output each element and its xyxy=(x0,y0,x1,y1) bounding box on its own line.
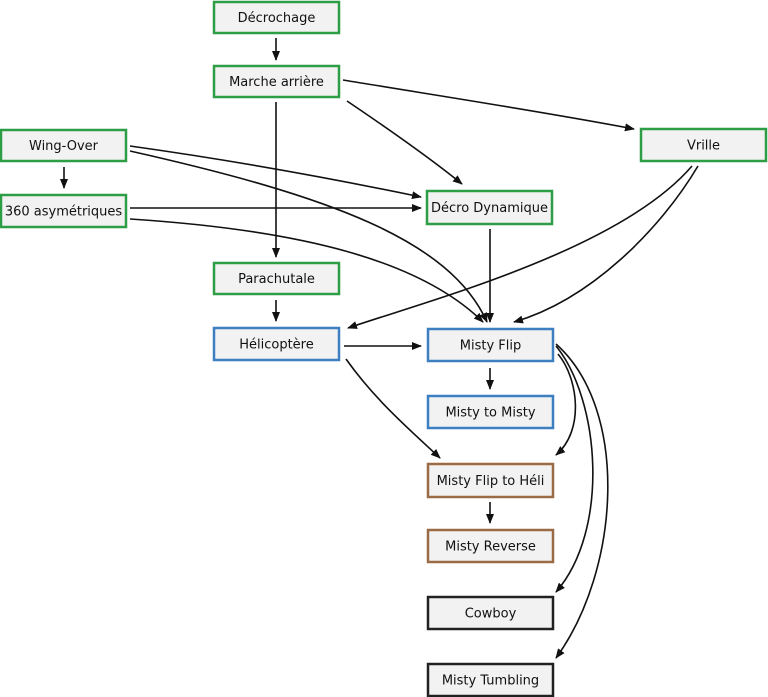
node-box-tumbling xyxy=(426,662,555,697)
node-box-decrodyn xyxy=(425,189,554,226)
edge-mistyflip-to-mistytoheli xyxy=(555,353,577,456)
edge-asym-to-mistyflip xyxy=(129,218,484,323)
edges-layer xyxy=(60,38,699,659)
node-decrochage: Décrochage xyxy=(212,0,341,35)
node-label-tumbling: Misty Tumbling xyxy=(442,674,539,689)
node-label-mistytoheli: Misty Flip to Héli xyxy=(437,474,545,489)
node-vrille: Vrille xyxy=(639,127,768,163)
node-label-mistyrev: Misty Reverse xyxy=(445,540,536,555)
node-marche: Marche arrière xyxy=(212,64,341,99)
node-label-helico: Hélicoptère xyxy=(239,338,314,353)
node-decrodyn: Décro Dynamique xyxy=(425,189,554,226)
node-label-mistytomisty: Misty to Misty xyxy=(445,406,535,421)
node-wingover: Wing-Over xyxy=(0,128,128,163)
node-label-decrochage: Décrochage xyxy=(238,11,316,26)
node-label-marche: Marche arrière xyxy=(229,75,324,90)
node-label-vrille: Vrille xyxy=(687,139,720,154)
node-label-wingover: Wing-Over xyxy=(29,139,99,154)
node-mistyflip: Misty Flip xyxy=(426,327,555,363)
node-label-cowboy: Cowboy xyxy=(465,607,517,622)
node-box-cowboy xyxy=(426,595,555,631)
node-tumbling: Misty Tumbling xyxy=(426,662,555,697)
node-label-parachutale: Parachutale xyxy=(238,272,315,287)
node-asym: 360 asymétriques xyxy=(0,193,128,229)
node-mistyrev: Misty Reverse xyxy=(426,528,555,564)
node-mistytomisty: Misty to Misty xyxy=(426,394,555,430)
edge-vrille-to-mistyflip xyxy=(513,165,699,324)
node-box-asym xyxy=(0,193,128,229)
node-box-mistytoheli xyxy=(426,462,555,499)
edge-vrille-to-helico xyxy=(347,165,693,329)
node-box-vrille xyxy=(639,127,768,163)
node-cowboy: Cowboy xyxy=(426,595,555,631)
edge-marche-to-vrille xyxy=(342,79,635,132)
edge-helico-to-mistytoheli xyxy=(345,358,441,459)
node-box-mistyflip xyxy=(426,327,555,363)
edge-wingover-to-mistyflip xyxy=(129,150,488,323)
node-box-parachutale xyxy=(212,261,341,296)
node-box-marche xyxy=(212,64,341,99)
edge-mistyflip-to-cowboy xyxy=(555,345,594,593)
node-box-wingover xyxy=(0,128,128,163)
edge-mistyflip-to-tumbling xyxy=(555,343,609,659)
node-parachutale: Parachutale xyxy=(212,261,341,296)
node-box-helico xyxy=(212,326,341,362)
node-label-asym: 360 asymétriques xyxy=(5,205,123,220)
node-mistytoheli: Misty Flip to Héli xyxy=(426,462,555,499)
node-box-mistyrev xyxy=(426,528,555,564)
node-label-decrodyn: Décro Dynamique xyxy=(431,201,548,216)
edge-wingover-to-decrodyn xyxy=(129,145,422,200)
node-box-decrochage xyxy=(212,0,341,35)
node-label-mistyflip: Misty Flip xyxy=(460,339,521,354)
edge-marche-to-decrodyn xyxy=(346,100,463,185)
node-box-mistytomisty xyxy=(426,394,555,430)
node-helico: Hélicoptère xyxy=(212,326,341,362)
